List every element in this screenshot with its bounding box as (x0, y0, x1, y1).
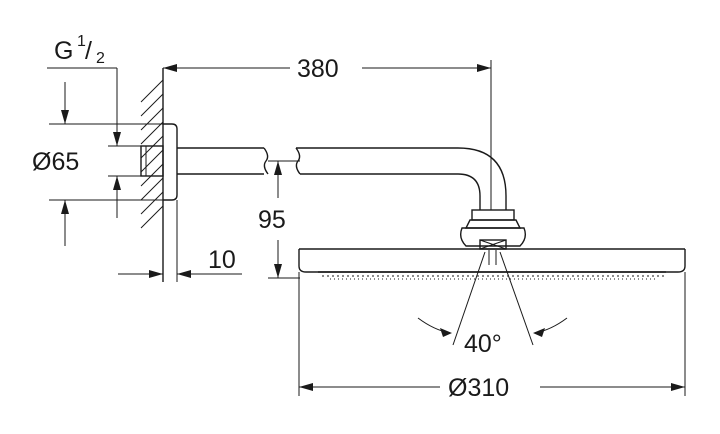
shower-arm (177, 147, 507, 210)
thread-numerator: 1 (77, 33, 86, 50)
arm-length-label: 380 (297, 55, 339, 83)
spray-angle-arcs (417, 317, 568, 337)
head-diameter-label: Ø310 (448, 374, 509, 402)
wall (140, 68, 164, 282)
wall-offset-dimension (118, 200, 242, 282)
wall-flange (140, 123, 178, 201)
ball-joint-connector (459, 209, 527, 250)
arm-length-dimension (163, 60, 492, 210)
spray-angle-label: 40° (464, 330, 502, 358)
wall-offset-label: 10 (208, 246, 236, 274)
drop-height-dimension (268, 160, 300, 279)
flange-diameter-dimension (49, 82, 163, 246)
spray-nozzles (322, 275, 664, 280)
thread-size-label: G (54, 37, 73, 65)
thread-slash: / (85, 37, 92, 65)
shower-head (298, 248, 686, 280)
thread-size-dimension (47, 67, 141, 218)
flange-diameter-label: Ø65 (32, 148, 79, 176)
head-diameter-dimension (298, 272, 686, 396)
drop-height-label: 95 (258, 206, 286, 234)
thread-prefix: G (54, 37, 73, 65)
wall-hatching (140, 79, 164, 229)
thread-denominator: 2 (96, 50, 105, 67)
spray-angle-lines (452, 250, 534, 346)
